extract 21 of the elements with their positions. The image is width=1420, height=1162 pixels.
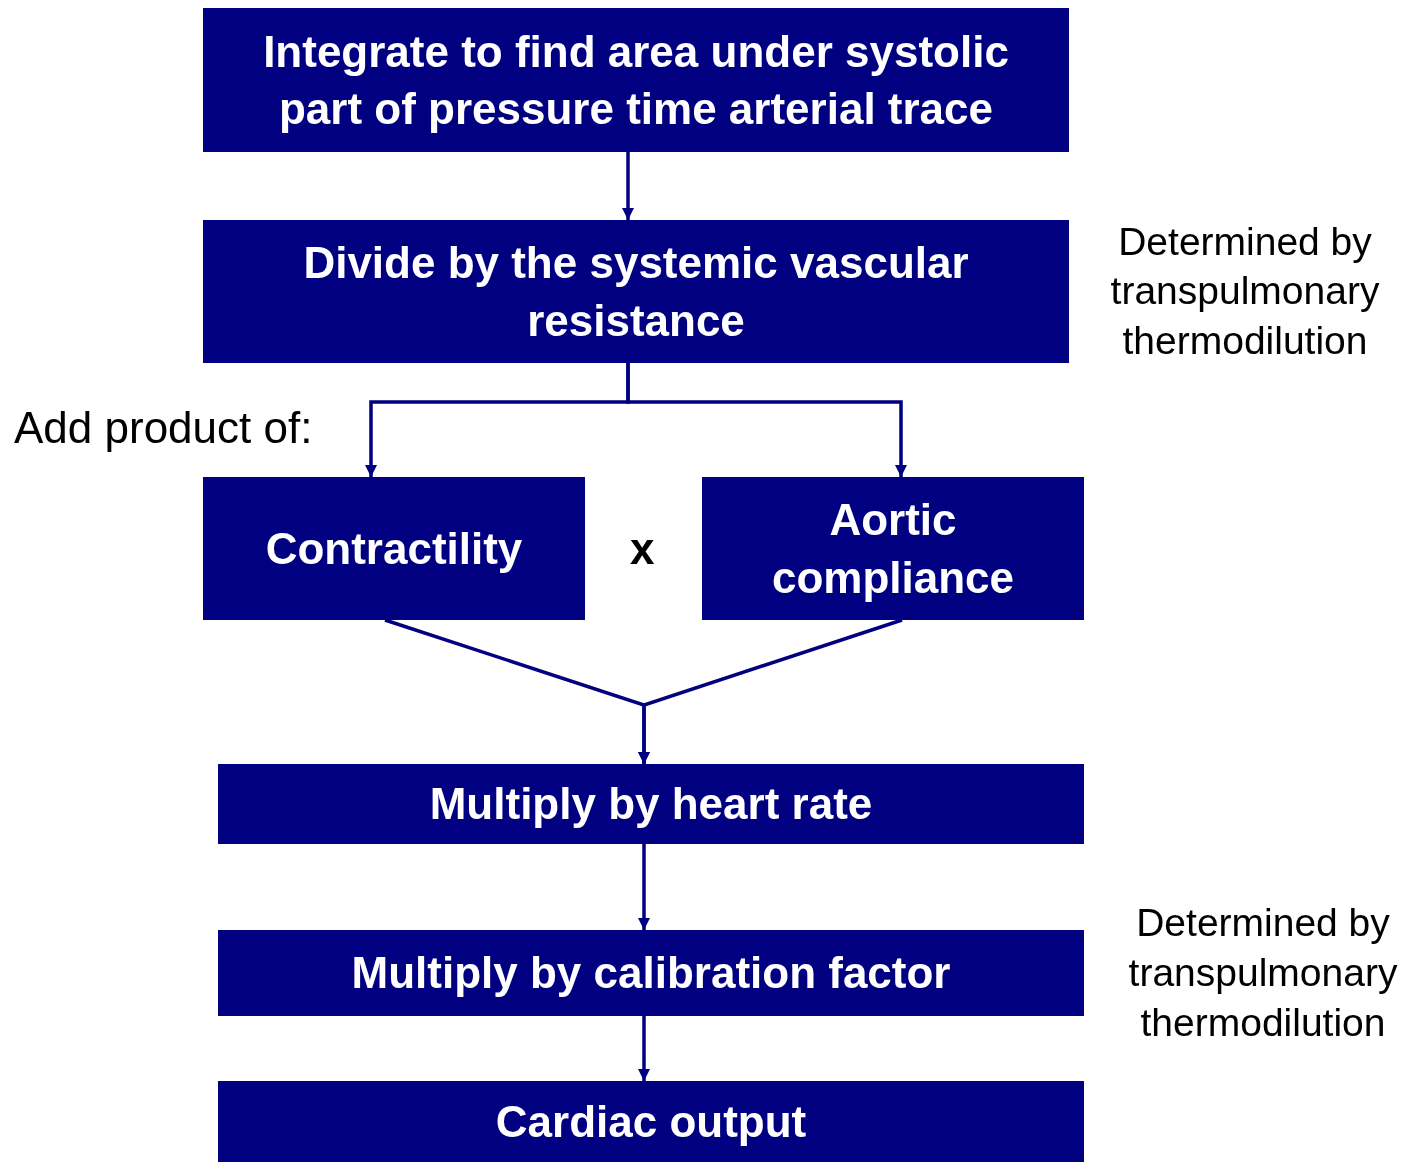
box-text: Contractility (265, 522, 523, 575)
arrow (638, 844, 650, 930)
box-text: Cardiac output (495, 1095, 807, 1148)
box-text: Multiply by calibration factor (351, 947, 951, 1000)
arrow (626, 363, 907, 477)
process-box (702, 477, 1084, 620)
note-text: Add product of: (14, 403, 313, 453)
arrow (638, 1016, 650, 1081)
box-text: Divide by the systemic vascular resistance (302, 237, 970, 347)
multiply-sign: x (630, 524, 655, 574)
process-box (203, 8, 1069, 152)
arrow (638, 618, 903, 764)
box-text: Aortic compliance (770, 494, 1016, 604)
box-text: Integrate to find area under systolic part of pressure time arterial trace (262, 25, 1010, 135)
side-note: Determined by transpulmonary thermodilution (1109, 218, 1381, 365)
arrow (622, 152, 634, 220)
side-note: Determined by transpulmonary thermodilution (1127, 900, 1399, 1046)
process-box (218, 1081, 1084, 1162)
process-box (218, 764, 1084, 844)
process-box (203, 477, 585, 620)
box-text: Multiply by heart rate (429, 778, 873, 831)
